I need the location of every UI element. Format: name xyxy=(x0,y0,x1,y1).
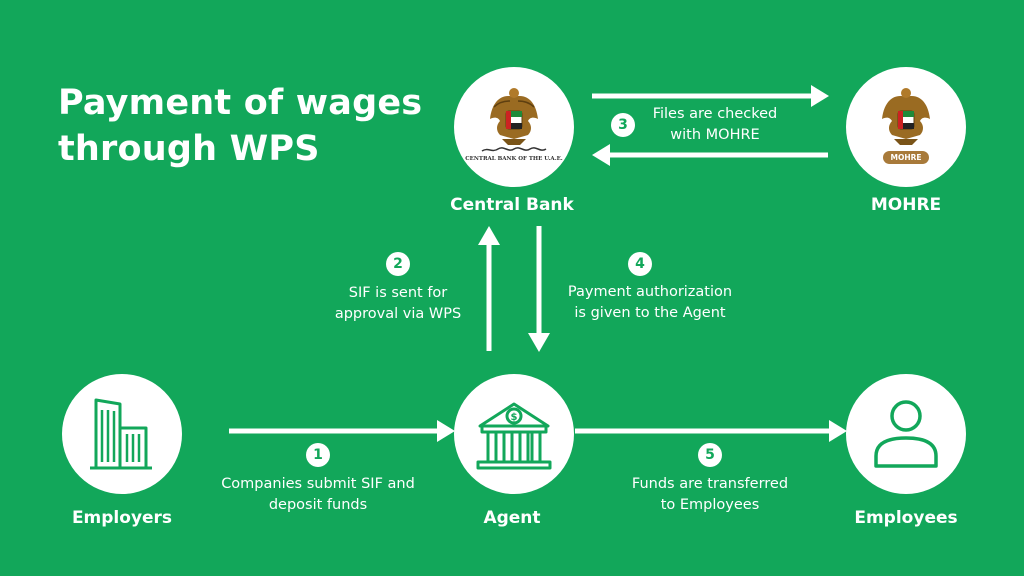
buildings-icon xyxy=(90,398,152,470)
central-bank-logo-text: CENTRAL BANK OF THE U.A.E. xyxy=(465,156,563,162)
step-3-badge: 3 xyxy=(611,113,635,137)
step-3-text: Files are checked with MOHRE xyxy=(640,104,790,146)
mohre-label: MOHRE xyxy=(870,195,942,215)
employees-label: Employees xyxy=(854,508,958,528)
arrowhead-employers-to-agent xyxy=(437,420,455,442)
uae-eagle-emblem-icon xyxy=(481,88,547,152)
arrowhead-cb-to-agent xyxy=(528,333,550,352)
mohre-node: MOHRE xyxy=(846,67,966,187)
step-2-badge: 2 xyxy=(386,252,410,276)
step-1-badge: 1 xyxy=(306,443,330,467)
arrowhead-cb-to-mohre xyxy=(811,85,829,107)
employees-node xyxy=(846,374,966,494)
step-1-line-1: Companies submit SIF and xyxy=(221,476,415,492)
page-title: Payment of wages through WPS xyxy=(58,80,422,172)
agent-node: $ xyxy=(454,374,574,494)
step-4-line-2: is given to the Agent xyxy=(574,305,726,321)
bank-icon: $ xyxy=(476,402,552,470)
step-1-text: Companies submit SIF and deposit funds xyxy=(198,474,438,516)
title-line-2: through WPS xyxy=(58,129,320,169)
central-bank-label: Central Bank xyxy=(450,195,574,215)
title-line-1: Payment of wages xyxy=(58,83,423,123)
mohre-emblem-icon xyxy=(882,88,930,164)
step-2-text: SIF is sent for approval via WPS xyxy=(308,283,488,325)
person-icon xyxy=(874,400,938,468)
step-1-line-2: deposit funds xyxy=(268,497,368,513)
step-5-line-2: to Employees xyxy=(660,497,760,513)
arrowhead-agent-to-cb xyxy=(478,226,500,245)
dollar-sign-icon: $ xyxy=(511,412,518,423)
step-3-line-1: Files are checked xyxy=(652,106,778,122)
step-3-line-2: with MOHRE xyxy=(670,127,760,143)
step-4-text: Payment authorization is given to the Ag… xyxy=(555,282,745,324)
employers-node xyxy=(62,374,182,494)
arrowhead-mohre-to-cb xyxy=(592,144,610,166)
agent-label: Agent xyxy=(483,508,541,528)
step-2-line-2: approval via WPS xyxy=(334,306,462,322)
central-bank-node: CENTRAL BANK OF THE U.A.E. xyxy=(454,67,574,187)
step-5-badge: 5 xyxy=(698,443,722,467)
step-5-line-1: Funds are transferred xyxy=(631,476,789,492)
step-4-line-1: Payment authorization xyxy=(567,284,733,300)
mohre-logo-text: MOHRE xyxy=(890,153,922,162)
step-2-line-1: SIF is sent for xyxy=(348,285,448,301)
step-5-text: Funds are transferred to Employees xyxy=(610,474,810,516)
step-4-badge: 4 xyxy=(628,252,652,276)
employers-label: Employers xyxy=(71,508,173,528)
arrowhead-agent-to-employees xyxy=(829,420,847,442)
